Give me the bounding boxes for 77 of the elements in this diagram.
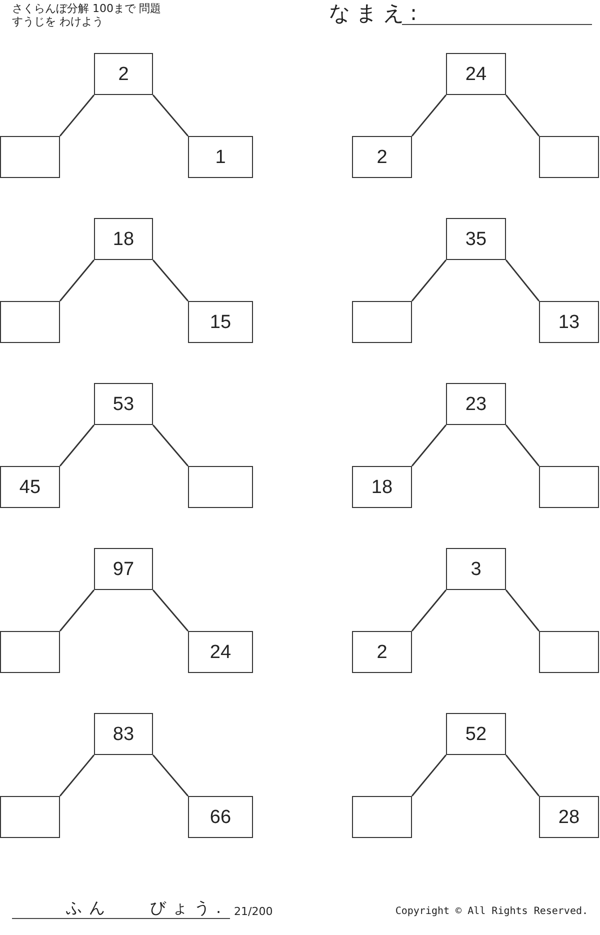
instruction-text: すうじを わけよう	[12, 16, 104, 28]
number-box	[94, 548, 153, 590]
connector-line	[59, 94, 95, 136]
number-box	[188, 796, 253, 838]
connector-line	[411, 590, 447, 632]
answer-box	[0, 796, 60, 838]
connector-line	[505, 590, 540, 632]
number: 13	[558, 312, 580, 332]
connector-line	[152, 94, 189, 136]
number: 2	[376, 148, 388, 166]
name-label: なまえ:	[329, 2, 422, 26]
connector-line	[59, 424, 95, 466]
number: 23	[465, 394, 487, 414]
number-box	[446, 218, 506, 260]
number-box	[94, 218, 153, 260]
number-box	[539, 301, 599, 343]
answer-box	[352, 796, 412, 838]
number-box	[446, 548, 506, 590]
connector-line	[152, 590, 189, 632]
connector-line	[411, 424, 447, 466]
answer-box	[0, 136, 60, 178]
number: 66	[210, 808, 232, 826]
number: 2	[118, 64, 129, 84]
number: 3	[470, 560, 482, 578]
answer-box	[188, 466, 253, 508]
connector-line	[152, 260, 189, 302]
connector-line	[505, 260, 540, 302]
number: 2	[376, 642, 388, 662]
number: 97	[112, 560, 134, 578]
number: 18	[112, 230, 134, 248]
number: 45	[19, 478, 41, 496]
worksheet-title: さくらんぼ分解 100まで 問題	[12, 3, 161, 16]
answer-box	[539, 466, 599, 508]
number-box	[188, 631, 253, 673]
connector-line	[152, 424, 189, 466]
number: 18	[371, 478, 393, 496]
number-box	[94, 383, 153, 425]
number-box	[352, 136, 412, 178]
number-box	[94, 53, 153, 95]
answer-box	[539, 631, 599, 673]
answer-box	[352, 301, 412, 343]
connector-line	[505, 424, 540, 466]
number-box	[188, 301, 253, 343]
number: 53	[112, 394, 134, 414]
number-box	[446, 53, 506, 95]
page-number: 21/200	[234, 906, 273, 918]
connector-line	[505, 94, 540, 136]
number: 83	[112, 724, 134, 744]
minutes-label: ふん	[66, 899, 112, 917]
number-box	[539, 796, 599, 838]
connector-line	[505, 754, 540, 796]
answer-box	[0, 301, 60, 343]
number: 24	[465, 64, 487, 84]
number: 15	[210, 312, 232, 332]
answer-box	[0, 631, 60, 673]
copyright-text: Copyright © All Rights Reserved.	[395, 906, 588, 917]
connector-line	[59, 590, 95, 632]
number-box	[0, 466, 60, 508]
connector-line	[411, 754, 447, 796]
number-box	[188, 136, 253, 178]
number-box	[352, 466, 412, 508]
number: 35	[465, 230, 487, 248]
answer-box	[539, 136, 599, 178]
connector-line	[59, 260, 95, 302]
connector-line	[152, 754, 189, 796]
number: 28	[558, 808, 580, 826]
number: 24	[210, 642, 232, 662]
number: 52	[465, 724, 487, 744]
connector-line	[411, 94, 447, 136]
number-box	[446, 713, 506, 755]
number: 1	[215, 148, 226, 166]
number-box	[446, 383, 506, 425]
number-box	[94, 713, 153, 755]
connector-line	[411, 260, 447, 302]
seconds-label: びょう.	[150, 899, 228, 917]
connector-line	[59, 754, 95, 796]
number-box	[352, 631, 412, 673]
